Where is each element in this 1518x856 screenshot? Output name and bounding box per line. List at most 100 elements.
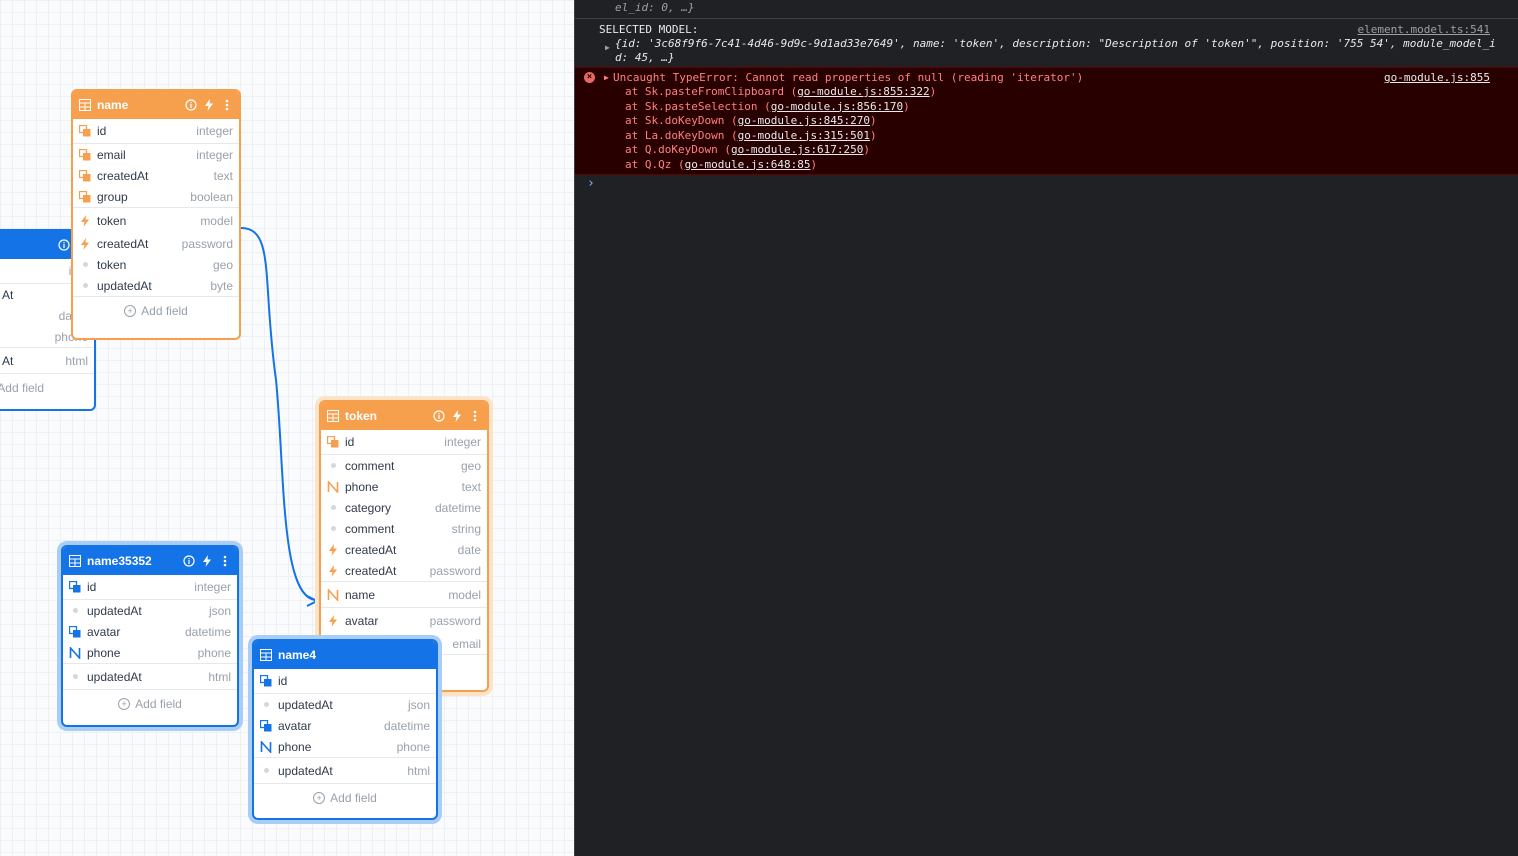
field-name[interactable]: token (97, 213, 127, 228)
field-name[interactable]: avatar (278, 718, 312, 733)
stack-source-link[interactable]: go-module.js:617:250 (730, 143, 864, 156)
field-type[interactable]: datetime (184, 624, 231, 639)
relation-link[interactable] (240, 227, 318, 601)
field-type[interactable]: html (407, 763, 430, 778)
field-type[interactable]: password (429, 613, 481, 628)
stack-source-link[interactable]: go-module.js:856:170 (770, 99, 904, 113)
node-title[interactable]: name (97, 98, 129, 112)
field-name[interactable]: createdAt (345, 563, 397, 578)
field-row[interactable]: createdAt date (321, 539, 487, 560)
node-title[interactable]: name4 (278, 648, 317, 662)
field-type[interactable]: password (181, 236, 233, 251)
field-name[interactable]: updatedAt (278, 763, 333, 778)
field-row[interactable]: token model (73, 207, 239, 233)
field-type[interactable]: json (407, 697, 430, 712)
field-row[interactable]: id integer (73, 119, 239, 144)
expand-triangle-icon[interactable]: ▶ (604, 73, 609, 82)
stack-source-link[interactable]: go-module.js:648:85 (684, 157, 811, 171)
field-row[interactable]: phone text (321, 476, 487, 497)
field-row[interactable]: avatar datetime (254, 715, 436, 736)
add-field-button[interactable]: +Add field (73, 296, 239, 325)
field-name[interactable]: category (345, 500, 392, 515)
field-name[interactable]: At (2, 353, 14, 368)
expand-triangle-icon[interactable]: ▶ (605, 43, 610, 52)
field-type[interactable]: integer (196, 147, 233, 162)
field-name[interactable]: updatedAt (97, 278, 152, 293)
field-row[interactable]: email integer (73, 144, 239, 165)
devtools-console[interactable]: el_id: 0, …} SELECTED MODEL: element.mod… (574, 0, 1518, 856)
field-row[interactable]: comment geo (321, 455, 487, 476)
field-type[interactable]: integer (194, 580, 231, 594)
field-type[interactable]: text (461, 479, 481, 494)
lightning-icon[interactable] (451, 410, 463, 422)
field-name[interactable]: phone (278, 739, 312, 754)
info-icon[interactable] (185, 99, 197, 111)
add-field-button[interactable]: +Add field (254, 783, 436, 812)
field-name[interactable]: comment (345, 458, 395, 473)
stack-source-link[interactable]: go-module.js:855:322 (797, 85, 930, 98)
lightning-icon[interactable] (203, 99, 215, 111)
field-name[interactable]: At (2, 287, 14, 302)
field-name[interactable]: name (345, 587, 376, 602)
field-type[interactable]: integer (444, 435, 481, 449)
field-type[interactable]: byte (210, 278, 233, 293)
field-row[interactable]: category datetime (321, 497, 487, 518)
field-type[interactable]: geo (460, 458, 481, 473)
field-name[interactable]: email (97, 147, 126, 162)
field-name[interactable]: createdAt (97, 168, 149, 183)
field-name[interactable]: createdAt (345, 542, 397, 557)
field-name[interactable]: group (97, 189, 128, 204)
field-row[interactable]: id (254, 669, 436, 694)
field-type[interactable]: html (208, 669, 231, 684)
more-vertical-icon[interactable] (469, 410, 481, 422)
field-type[interactable]: html (65, 353, 88, 368)
node-header[interactable]: token (321, 402, 487, 430)
stack-source-link[interactable]: go-module.js:845:270 (737, 114, 871, 127)
field-name[interactable]: createdAt (97, 236, 149, 251)
field-row[interactable]: updatedAt html (254, 757, 436, 783)
field-type[interactable]: boolean (190, 189, 233, 204)
diagram-canvas[interactable]: inteAtjsdatetiphoneAthtmlAdd field name … (0, 0, 574, 856)
node-title[interactable]: token (345, 409, 378, 423)
field-name[interactable]: token (97, 257, 127, 272)
field-row[interactable]: updatedAt byte (73, 275, 239, 296)
field-row[interactable]: group boolean (73, 186, 239, 207)
field-type[interactable]: email (452, 636, 481, 651)
field-name[interactable]: id (345, 435, 355, 449)
field-name[interactable]: updatedAt (87, 603, 142, 618)
field-type[interactable]: password (429, 563, 481, 578)
node-title[interactable]: name35352 (87, 554, 152, 568)
field-row[interactable]: At html (0, 347, 94, 373)
selected-model-object[interactable]: {id: '3c68f9f6-7c41-4d46-9d9c-9d1ad33e76… (615, 37, 1496, 50)
error-message-block[interactable]: × ▶ Uncaught TypeError: Cannot read prop… (575, 67, 1518, 175)
field-type[interactable]: datetime (434, 500, 481, 515)
field-type[interactable]: string (451, 521, 481, 536)
error-source-link[interactable]: go-module.js:855 (1384, 71, 1490, 84)
field-row[interactable]: id integer (321, 430, 487, 455)
selected-source-link[interactable]: element.model.ts:541 (1357, 23, 1490, 36)
field-type[interactable]: datetime (383, 718, 430, 733)
more-vertical-icon[interactable] (219, 555, 231, 567)
stack-source-link[interactable]: go-module.js:315:501 (737, 128, 871, 142)
field-type[interactable]: integer (196, 124, 233, 138)
field-type[interactable]: json (208, 603, 231, 618)
field-row[interactable]: createdAt password (73, 233, 239, 254)
more-vertical-icon[interactable] (221, 99, 233, 111)
info-icon[interactable] (433, 410, 445, 422)
field-type[interactable]: model (200, 213, 233, 228)
field-name[interactable]: id (97, 124, 107, 138)
field-name[interactable]: phone (345, 479, 379, 494)
add-field-button[interactable]: Add field (0, 373, 94, 402)
field-type[interactable]: date (457, 542, 481, 557)
node-header[interactable]: name35352 (63, 547, 237, 575)
